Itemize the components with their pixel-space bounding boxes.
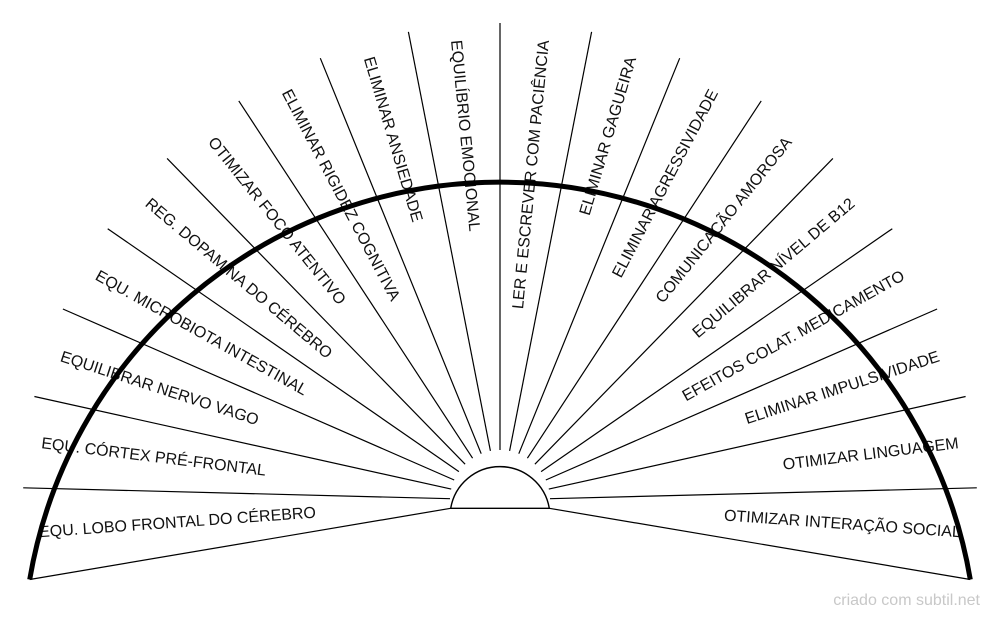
sector-divider xyxy=(549,487,977,500)
sector-divider xyxy=(534,157,834,465)
sector-label: LER E ESCREVER COM PACIÊNCIA xyxy=(508,39,553,310)
sector-label: EQU. LOBO FRONTAL DO CÉREBRO xyxy=(38,503,316,542)
center-hub-arc xyxy=(449,465,551,509)
sector-divider xyxy=(29,507,451,581)
watermark-text: criado com subtil.net xyxy=(833,592,980,609)
sector-divider xyxy=(509,31,593,452)
sector-label: EQUILÍBRIO EMOCIONAL xyxy=(447,39,484,232)
sector-divider xyxy=(540,228,893,473)
sector-divider xyxy=(526,100,762,459)
sector-label: REG. DOPAMINA DO CÉREBRO xyxy=(142,194,337,363)
sector-divider xyxy=(23,487,451,500)
sector-divider xyxy=(34,395,452,490)
sector-divider xyxy=(548,395,966,490)
sector-label: OTIMIZAR INTERAÇÃO SOCIAL xyxy=(723,504,961,541)
sector-divider xyxy=(407,31,491,452)
sector-divider xyxy=(545,308,938,481)
sector-dividers xyxy=(23,23,977,581)
sector-divider xyxy=(518,57,681,454)
sector-divider xyxy=(166,157,466,465)
sector-divider xyxy=(62,308,455,481)
sector-divider xyxy=(238,100,474,459)
sector-divider xyxy=(549,507,971,581)
outer-arc xyxy=(27,179,973,580)
sector-divider xyxy=(319,57,482,454)
sector-divider xyxy=(107,228,460,473)
